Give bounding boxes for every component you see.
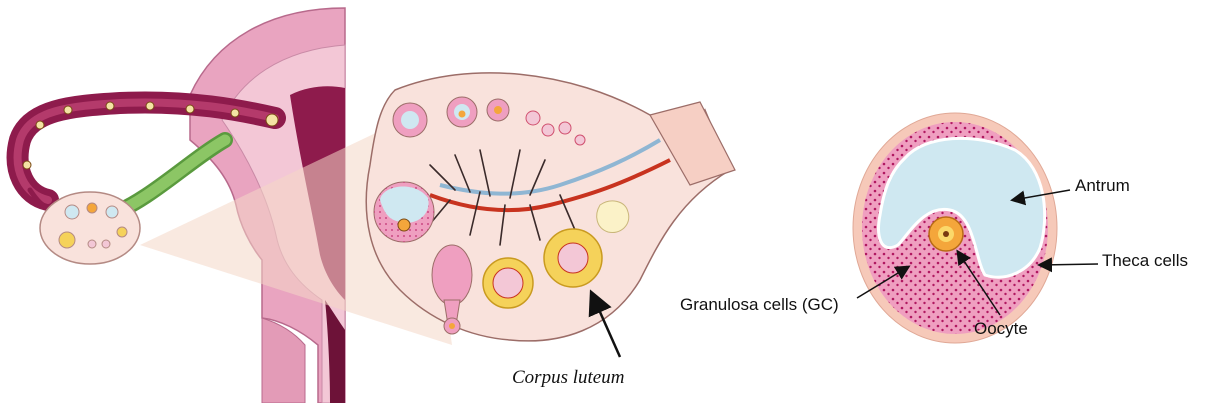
follicle-antral-left	[374, 182, 434, 242]
antrum-label: Antrum	[1075, 176, 1130, 195]
oocyte-label: Oocyte	[974, 319, 1028, 338]
antral-follicle	[853, 113, 1057, 343]
oocyte	[929, 217, 963, 251]
follicle-primordial-3	[487, 99, 509, 121]
follicle-corpus-luteum-2	[483, 258, 533, 308]
theca-cells-arrow	[1040, 264, 1098, 265]
theca-cells-label: Theca cells	[1102, 251, 1188, 270]
follicle-corpus-luteum-3	[544, 229, 602, 287]
follicle-primordial-2	[447, 97, 477, 127]
corpus-albicans	[597, 201, 629, 233]
granulosa-cells-label: Granulosa cells (GC)	[680, 295, 839, 314]
corpus-luteum-label: Corpus luteum	[512, 367, 624, 388]
follicle-primordial-1	[393, 103, 427, 137]
